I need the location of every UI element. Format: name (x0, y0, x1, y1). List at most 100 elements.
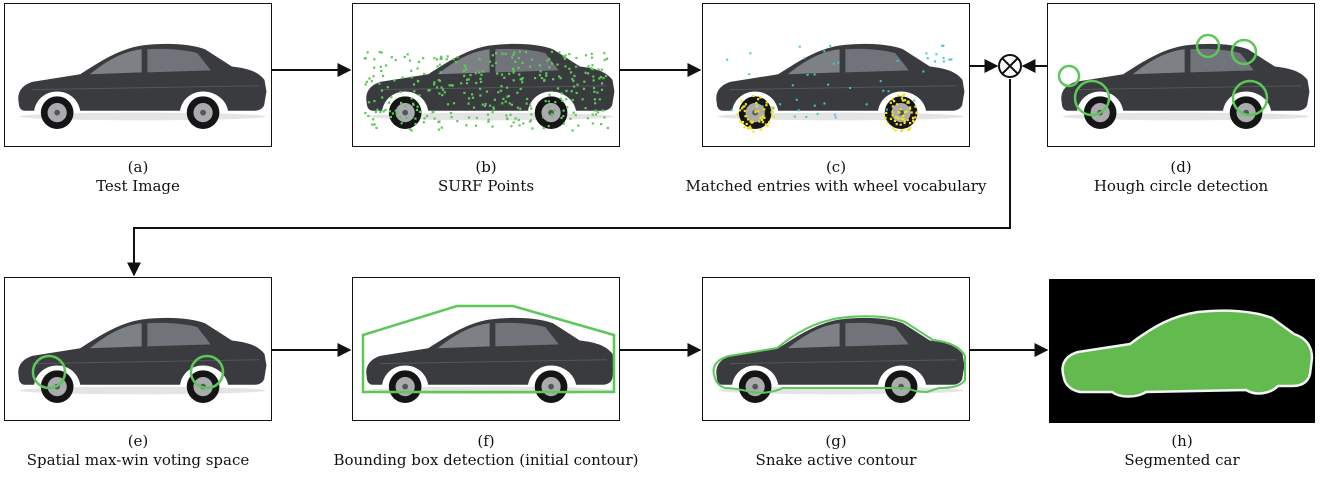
surf-point (489, 104, 492, 107)
caption-g-letter: (g) (825, 432, 847, 450)
matched-wheel-point (901, 94, 904, 98)
matched-wheel-point (895, 116, 898, 119)
matched-wheel-point (743, 105, 746, 108)
caption-e-letter: (e) (127, 432, 149, 450)
surf-point (373, 123, 376, 126)
matched-other-point (749, 52, 752, 55)
car-body-line (380, 359, 607, 365)
surf-point (410, 129, 413, 132)
surf-point (404, 105, 407, 108)
surf-point (512, 71, 515, 74)
surf-point (371, 123, 374, 126)
matched-other-point (926, 57, 929, 60)
surf-point (497, 91, 500, 94)
matched-wheel-point (744, 115, 747, 118)
matched-wheel-point (891, 114, 894, 117)
matched-wheel-point (901, 99, 904, 102)
surf-point (592, 79, 595, 82)
surf-point (590, 67, 593, 70)
surf-point (577, 124, 580, 127)
surf-point (558, 51, 561, 54)
surf-point (373, 99, 376, 103)
surf-point (584, 54, 588, 57)
surf-point (386, 86, 389, 89)
car-body-line (380, 85, 607, 91)
surf-point (412, 102, 415, 105)
surf-point (516, 91, 519, 94)
matched-wheel-point (914, 116, 917, 119)
surf-point (379, 65, 382, 68)
surf-point (491, 54, 494, 57)
matched-other-point (795, 98, 798, 101)
surf-point (598, 77, 601, 80)
surf-point (485, 90, 489, 93)
surf-point (413, 90, 416, 93)
surf-point (479, 77, 482, 80)
surf-point (519, 107, 522, 110)
surf-point (511, 67, 515, 70)
surf-point (518, 124, 521, 127)
matched-wheel-point (743, 126, 746, 129)
surf-point (592, 75, 595, 78)
surf-point (544, 100, 547, 103)
surf-point (600, 68, 603, 71)
car-window-front (1132, 49, 1185, 75)
matched-wheel-point (915, 111, 918, 115)
matched-wheel-point (768, 121, 771, 124)
matched-wheel-point (906, 110, 909, 113)
surf-point (445, 58, 448, 61)
surf-point (575, 56, 578, 59)
surf-point (556, 87, 560, 90)
surf-point (591, 113, 594, 116)
matched-other-point (896, 59, 899, 62)
caption-a: (a) Test Image (4, 158, 272, 196)
surf-point (565, 98, 568, 101)
surf-point (571, 78, 574, 81)
matched-wheel-point (759, 128, 762, 131)
surf-point (441, 88, 445, 91)
surf-point (493, 98, 496, 101)
surf-point (433, 83, 436, 86)
surf-point (452, 102, 456, 105)
caption-d-title: Hough circle detection (1093, 177, 1269, 195)
car-window-front (89, 323, 142, 349)
hough-circle-rear-wheel (1231, 79, 1269, 117)
surf-point (422, 57, 425, 60)
surf-point (506, 95, 509, 98)
surf-point (474, 124, 478, 127)
surf-point (372, 75, 375, 78)
matched-wheel-point (891, 105, 894, 108)
surf-point (600, 82, 604, 85)
surf-point (435, 58, 439, 61)
surf-point (487, 118, 490, 121)
car-window-front (787, 49, 840, 75)
surf-point (438, 120, 441, 123)
surf-point (437, 128, 441, 131)
surf-point (558, 75, 561, 78)
car-body-line (730, 359, 957, 365)
surf-point (530, 119, 533, 122)
surf-point (363, 57, 366, 60)
matched-wheel-point (757, 98, 760, 101)
matched-other-point (730, 109, 733, 112)
matched-wheel-point (765, 101, 768, 104)
matched-wheel-point (911, 116, 915, 120)
matched-other-point (837, 61, 840, 64)
surf-point (546, 59, 549, 62)
car-body (18, 317, 267, 385)
matched-other-point (832, 62, 835, 65)
caption-h-title: Segmented car (1124, 451, 1240, 469)
surf-point (456, 56, 459, 59)
matched-other-point (942, 56, 945, 59)
surf-point (597, 111, 600, 114)
surf-point (400, 122, 403, 125)
surf-point (414, 122, 417, 126)
surf-point (478, 58, 481, 61)
surf-point (471, 93, 474, 96)
matched-wheel-point (902, 117, 905, 120)
surf-point (491, 64, 494, 67)
surf-point (388, 110, 391, 113)
surf-point (570, 90, 573, 93)
car-window-rear (845, 322, 909, 347)
caption-e: (e) Spatial max-win voting space (4, 432, 272, 470)
